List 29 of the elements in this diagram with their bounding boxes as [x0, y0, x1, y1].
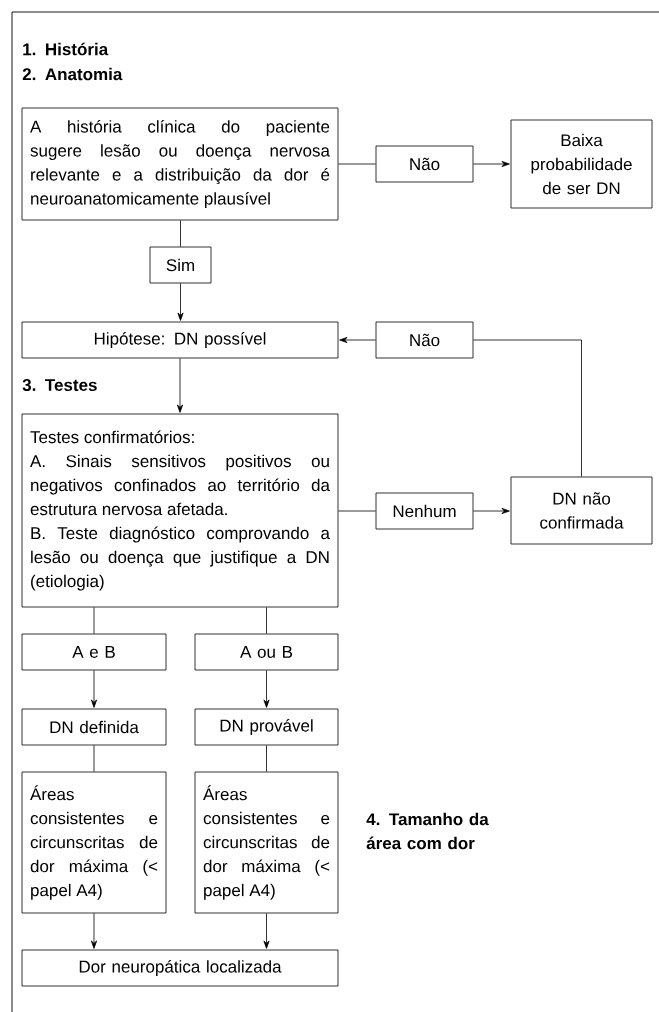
process-box: Testes confirmatórios: A. Sinais sensitivos positivos ou negativos confinados ao território da estrutura nervosa afetada. B. Teste diagnóstico comprovando a lesão ou doença que justifique a DN (etiologia): [21, 413, 339, 608]
outcome-box: Dor neuropática localizada: [21, 949, 339, 987]
arrow: [90, 670, 98, 708]
condition-box: Sim: [149, 246, 212, 284]
arrow: [263, 913, 270, 949]
process-box: A história clínica do paciente sugere lesão ou doença nervosa relevante e a distribuição da dor é neuroanatomicamente plausível: [21, 107, 339, 221]
process-box: Hipótese: DN possível: [21, 321, 339, 359]
condition-box: Nenhum: [375, 492, 474, 530]
arrow: [177, 358, 183, 413]
arrow: [473, 161, 510, 167]
section-heading: 1. História: [23, 42, 109, 56]
arrow: [177, 283, 184, 321]
outcome-box: DN provável: [194, 708, 339, 746]
arrow: [339, 337, 376, 343]
condition-box: Não: [375, 145, 474, 183]
section-heading: 3. Testes: [22, 378, 97, 392]
arrow: [263, 670, 270, 708]
process-box: Áreas consistentes e circunscritas de dor máxima (< papel A4): [194, 771, 339, 914]
condition-box: A ou B: [194, 633, 339, 671]
section-heading: 2. Anatomia: [22, 67, 123, 81]
outcome-box: DN não confirmada: [510, 476, 653, 545]
condition-box: A e B: [21, 633, 167, 671]
arrow: [90, 913, 98, 949]
arrow: [473, 508, 510, 514]
condition-box: Não: [375, 321, 474, 359]
section-heading: 4. Tamanho da área com dor: [366, 812, 489, 850]
outcome-box: DN definida: [21, 708, 167, 746]
process-box: Áreas consistentes e circunscritas de dor máxima (< papel A4): [21, 771, 167, 914]
outcome-box: Baixa probabilidade de ser DN: [510, 119, 653, 209]
